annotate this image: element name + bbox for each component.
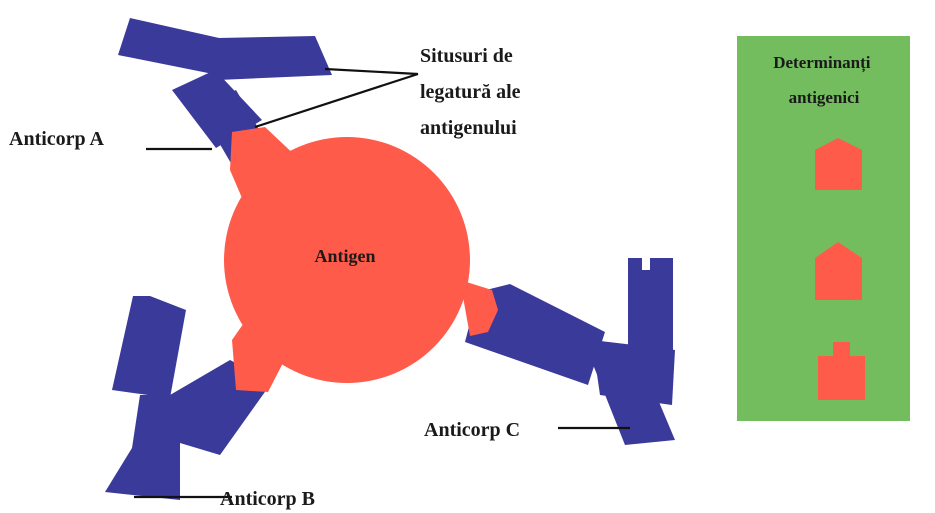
antibody-a-label: Anticorp A xyxy=(9,128,105,150)
antibody-a-shape xyxy=(118,18,332,165)
leader-binding-site-lower xyxy=(255,74,418,127)
antibody-c-shape xyxy=(465,258,675,445)
binding-sites-line-1: Situsuri de xyxy=(420,45,513,67)
determinants-title-line-2: antigenici xyxy=(789,88,860,107)
determinants-title-line-1: Determinanți xyxy=(773,53,871,73)
binding-sites-line-2: legatură ale xyxy=(420,81,521,103)
antigen-label: Antigen xyxy=(314,246,375,266)
determinants-panel: Determinanți antigenici xyxy=(737,36,910,421)
binding-sites-line-3: antigenului xyxy=(420,117,517,139)
antibody-b-label: Anticorp B xyxy=(220,488,315,510)
leader-binding-site-upper xyxy=(325,69,418,74)
antibody-c-label: Anticorp C xyxy=(424,419,520,441)
binding-sites-label: Situsuri de legatură ale antigenului xyxy=(420,45,526,139)
